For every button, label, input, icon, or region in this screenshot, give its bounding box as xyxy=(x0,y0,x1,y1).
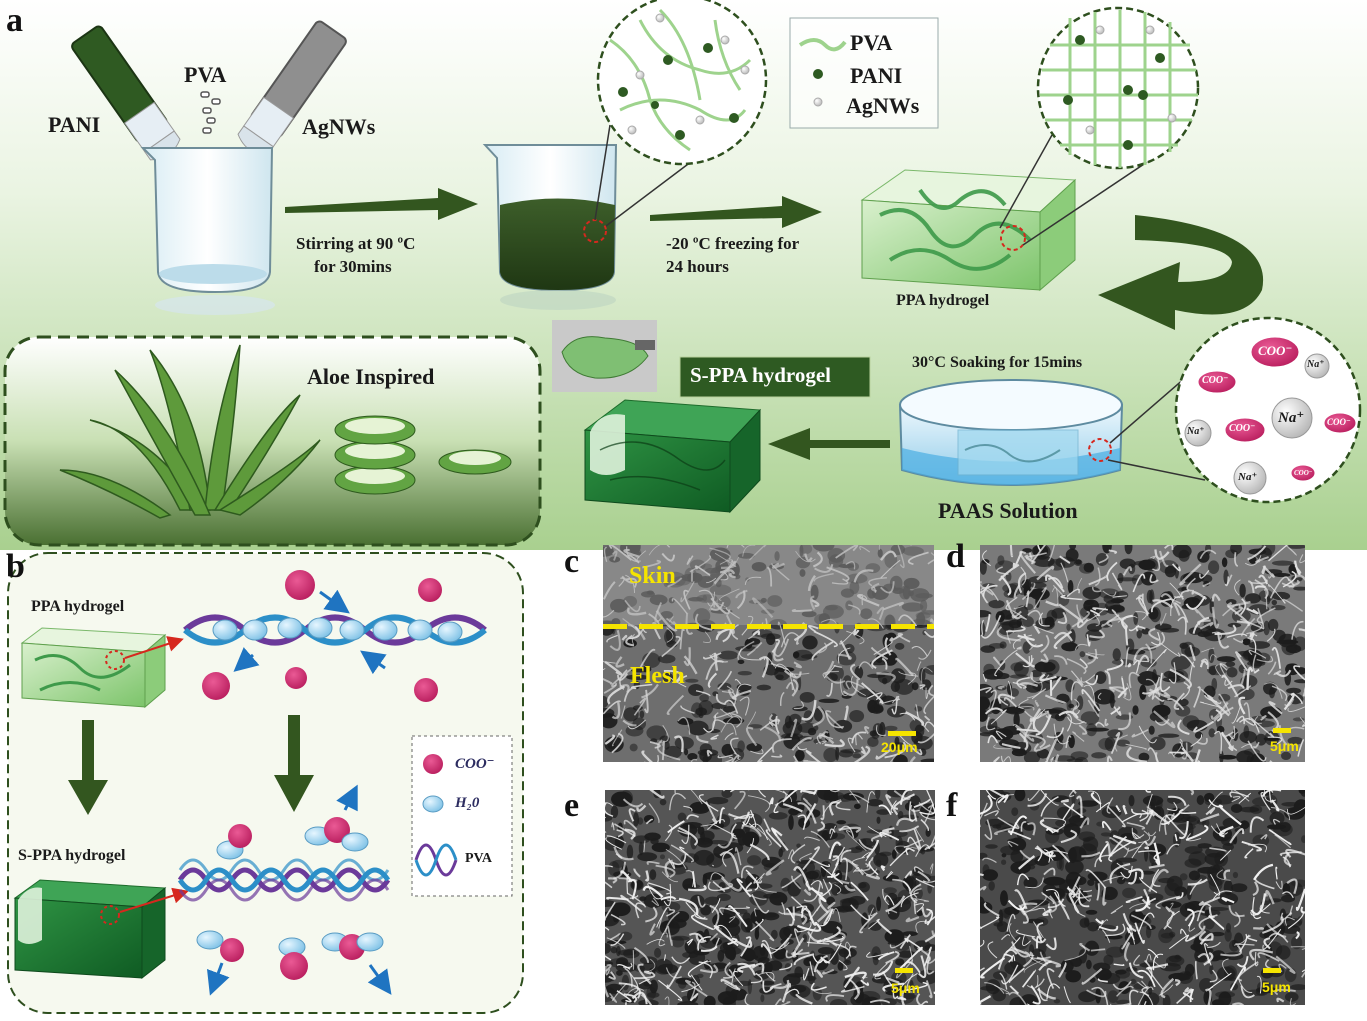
panel-letter-b: b xyxy=(6,548,25,585)
b-arrow-left xyxy=(68,720,108,815)
panel-letter-e: e xyxy=(564,787,580,824)
b-label-ppa-hydrogel: PPA hydrogel xyxy=(31,598,125,615)
scale-label-c: 20μm xyxy=(881,739,918,755)
b-coo-ions-top xyxy=(202,570,442,702)
label-freezing-line2: 24 hours xyxy=(666,257,729,276)
aloe-slices xyxy=(334,415,512,495)
label-agnws: AgNWs xyxy=(302,114,376,139)
b-legend-box xyxy=(411,735,513,897)
label-s-ppa-hydrogel: S-PPA hydrogel xyxy=(690,363,831,387)
b-legend-coo-label: COO⁻ xyxy=(455,756,495,772)
ion-coo-label: COO⁻ xyxy=(1229,423,1256,434)
legend-agnws-swatch xyxy=(813,97,823,107)
b-pva-helix-top xyxy=(183,614,487,646)
ion-coo-label: COO⁻ xyxy=(1258,343,1293,358)
zoom-circle-ppa xyxy=(1036,6,1200,170)
scale-label-e: 5μm xyxy=(891,980,920,996)
label-aloe-inspired: Aloe Inspired xyxy=(307,364,435,389)
label-flesh: Flesh xyxy=(630,663,685,689)
label-pani: PANI xyxy=(48,112,101,137)
label-paas-solution: PAAS Solution xyxy=(938,498,1078,523)
legend-pani-label: PANI xyxy=(850,63,903,88)
pva-particles xyxy=(200,91,221,134)
label-stirring-line1: Stirring at 90 ºC xyxy=(296,234,416,253)
scale-bar-e xyxy=(895,968,913,973)
b-coo-water-bottom xyxy=(196,817,384,980)
ion-na-label: Na⁺ xyxy=(1278,410,1305,426)
s-ppa-hydrogel-cube xyxy=(583,399,762,514)
s-ppa-label-box xyxy=(679,356,871,398)
b-label-s-ppa-hydrogel: S-PPA hydrogel xyxy=(18,847,126,864)
zoom-circle-ions xyxy=(1174,316,1362,504)
legend-pani-swatch xyxy=(813,69,823,79)
panel-letter-a: a xyxy=(6,2,23,39)
scale-bar-d xyxy=(1273,728,1291,733)
panel-letter-d: d xyxy=(946,538,965,575)
arrow-soaking xyxy=(768,428,890,460)
label-ppa-hydrogel: PPA hydrogel xyxy=(896,292,990,309)
hydrogel-photo xyxy=(552,320,657,392)
legend-pva-swatch xyxy=(798,38,847,52)
aloe-inspired-box xyxy=(3,335,542,547)
sem-image-f: 5μm xyxy=(980,790,1305,1005)
legend-agnws-label: AgNWs xyxy=(846,93,920,118)
label-freezing-line1: -20 ºC freezing for xyxy=(666,234,800,253)
ion-coo-label: COO⁻ xyxy=(1327,417,1351,427)
scale-label-f: 5μm xyxy=(1262,979,1291,995)
b-legend-h2o-swatch xyxy=(422,795,444,813)
panel-letter-c: c xyxy=(564,543,580,580)
panel-letter-f: f xyxy=(946,787,958,824)
arrow-stirring xyxy=(285,188,478,220)
ion-coo-label: COO⁻ xyxy=(1202,375,1229,386)
pani-test-tube xyxy=(71,25,181,161)
legend-pva-label: PVA xyxy=(850,30,893,55)
ppa-hydrogel-cube xyxy=(860,169,1077,292)
b-pva-helix-bottom xyxy=(177,858,391,902)
label-stirring-line2: for 30mins xyxy=(314,257,392,276)
arrow-curved xyxy=(1098,215,1264,330)
skin-flesh-divider xyxy=(603,624,934,629)
sem-image-c: Skin Flesh 20μm xyxy=(603,545,934,762)
ion-coo-label: COO⁻ xyxy=(1294,469,1313,477)
sem-image-d: 5μm xyxy=(980,545,1305,762)
scale-bar-f xyxy=(1263,968,1281,973)
ion-na-label: Na⁺ xyxy=(1238,471,1258,483)
scale-bar-c xyxy=(888,731,916,736)
beaker-mixing xyxy=(140,147,275,315)
arrow-freezing xyxy=(650,196,822,228)
ion-na-label: Na⁺ xyxy=(1187,426,1205,437)
beaker-solution xyxy=(482,144,618,310)
label-soaking: 30°C Soaking for 15mins xyxy=(912,354,1083,371)
ion-na-label: Na⁺ xyxy=(1307,359,1325,370)
scale-label-d: 5μm xyxy=(1270,738,1299,754)
b-legend-coo-swatch xyxy=(423,754,443,774)
b-legend-pva-label: PVA xyxy=(465,851,492,866)
zoom-circle-solution xyxy=(596,0,768,166)
b-legend-pva-swatch xyxy=(414,843,458,877)
paas-dish xyxy=(898,379,1124,486)
b-legend-h2o-label: H₂0 xyxy=(455,795,480,811)
b-arrow-middle xyxy=(274,715,314,812)
label-pva: PVA xyxy=(184,62,227,87)
b-s-ppa-cube xyxy=(13,879,167,980)
label-skin: Skin xyxy=(629,563,676,589)
b-ppa-cube xyxy=(20,627,167,709)
sem-image-e: 5μm xyxy=(605,790,935,1005)
